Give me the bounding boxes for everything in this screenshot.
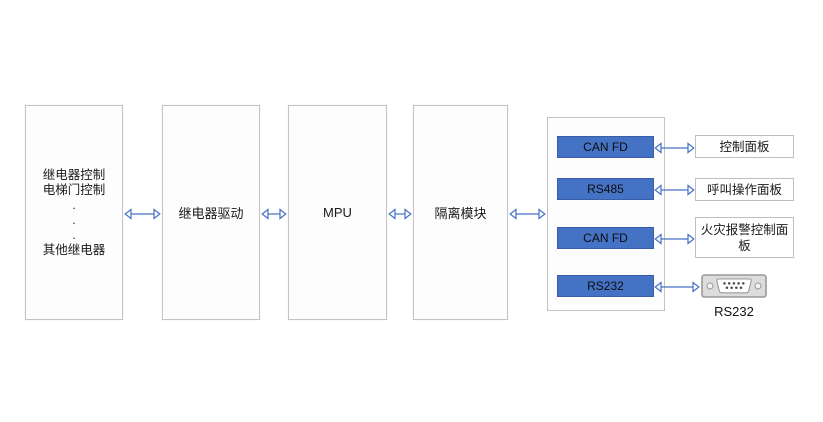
relay-line-3: 其他继电器: [42, 242, 106, 257]
ellipsis-dot: .: [72, 227, 76, 242]
node-isolation-module: 隔离模块: [413, 105, 508, 320]
arrow-rs485-callpanel-icon: [654, 183, 695, 196]
port-canfd-2: CAN FD: [557, 227, 654, 249]
port-canfd-1: CAN FD: [557, 136, 654, 158]
ellipsis-dot: .: [72, 212, 76, 227]
mpu-label: MPU: [323, 205, 352, 220]
node-relay-drive: 继电器驱动: [162, 105, 260, 320]
relay-drive-label: 继电器驱动: [178, 206, 244, 221]
arrow-canfd2-firealarm-icon: [654, 232, 695, 245]
relay-outputs-label: 继电器控制 电梯门控制 . . . 其他继电器: [43, 168, 106, 258]
ellipsis-dot: .: [72, 197, 76, 212]
arrow-relaydrive-mpu-icon: [261, 207, 287, 220]
rs232-connector-label: RS232: [701, 304, 767, 319]
port-rs485-label: RS485: [587, 182, 624, 196]
peripheral-control-panel: 控制面板: [695, 135, 794, 158]
relay-line-2: 电梯门控制: [42, 182, 106, 197]
port-rs485: RS485: [557, 178, 654, 200]
port-rs232-label: RS232: [587, 279, 624, 293]
arrow-canfd1-controlpanel-icon: [654, 141, 695, 154]
arrow-isolation-interfaces-icon: [509, 207, 546, 220]
node-relay-outputs: 继电器控制 电梯门控制 . . . 其他继电器: [25, 105, 123, 320]
arrow-mpu-isolation-icon: [388, 207, 412, 220]
arrow-relays-relaydrive-icon: [124, 207, 161, 220]
db9-connector-icon: [701, 274, 767, 298]
fire-alarm-panel-label: 火灾报警控制面板: [700, 222, 789, 253]
peripheral-call-panel: 呼叫操作面板: [695, 178, 794, 201]
relay-line-1: 继电器控制: [42, 167, 106, 182]
control-panel-label: 控制面板: [719, 139, 770, 154]
isolation-module-label: 隔离模块: [434, 206, 487, 221]
peripheral-fire-alarm-panel: 火灾报警控制面板: [695, 217, 794, 258]
port-canfd-1-label: CAN FD: [583, 140, 628, 154]
node-mpu: MPU: [288, 105, 387, 320]
arrow-rs232-connector-icon: [654, 280, 700, 293]
call-panel-label: 呼叫操作面板: [706, 182, 782, 197]
port-rs232: RS232: [557, 275, 654, 297]
rs232-connector-text: RS232: [714, 304, 754, 319]
port-canfd-2-label: CAN FD: [583, 231, 628, 245]
